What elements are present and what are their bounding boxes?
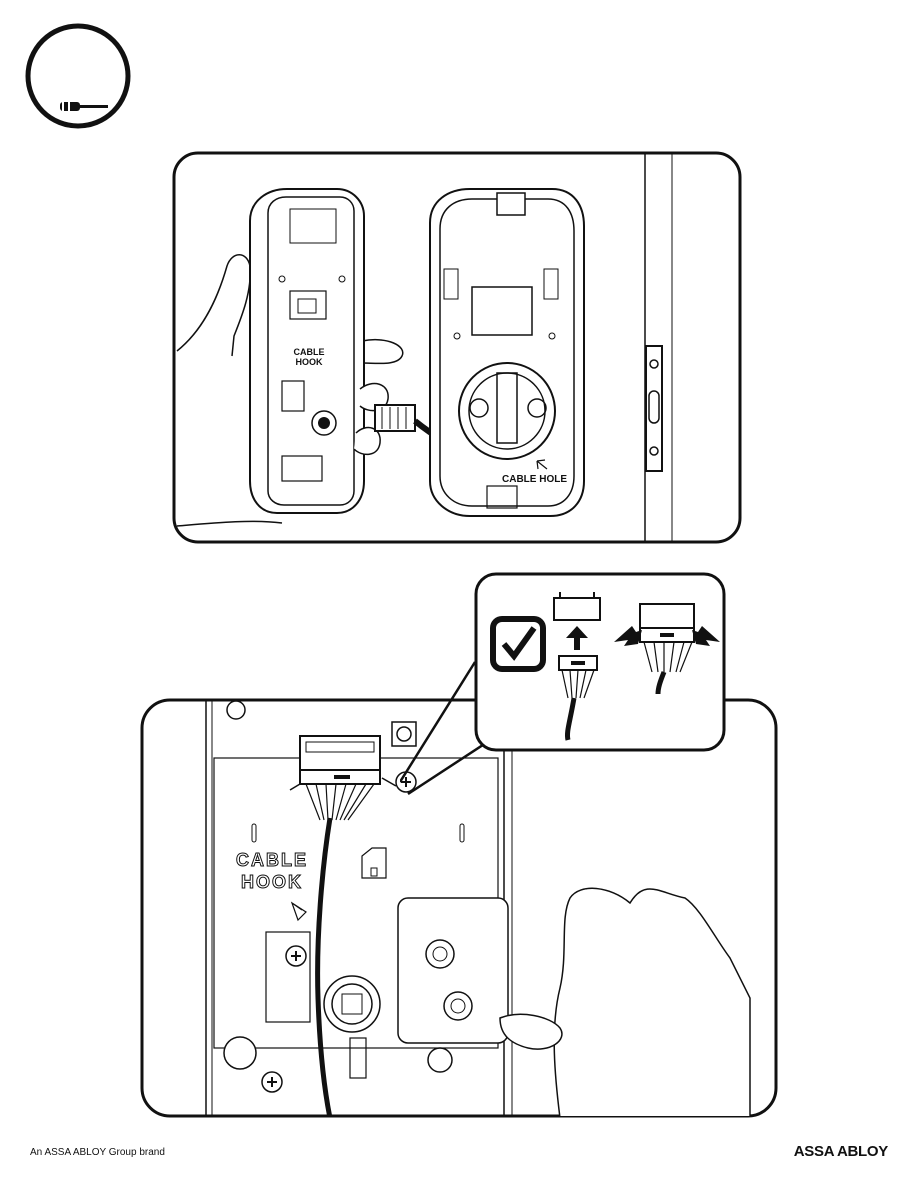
brand-note: An ASSA ABLOY Group brand [30,1147,165,1158]
cable-connector [374,404,416,432]
cable-hook-label-bottom-2: HOOK [241,872,303,892]
screwdriver-tool-icon [25,23,131,129]
cable-hook-label-bottom-1: CABLE [236,850,308,870]
cable-hole-label: CABLE HOLE [502,474,567,485]
checkmark-icon [490,616,546,672]
assa-abloy-logo: ASSA ABLOY [793,1143,889,1160]
screw-icon [285,945,307,967]
screwdriver-icon [60,100,108,113]
squeeze-arrow-left-icon [614,626,642,646]
bottom-cable [315,817,333,1116]
cable-hook-label-top-2: HOOK [296,357,324,367]
interior-escutcheon: CABLE HOLE [429,188,585,517]
arrow-up-icon [566,626,588,650]
connector-detail-callout [474,572,726,752]
strike-plate [645,345,663,472]
step-illustration-top: CABLE HOOK CABLE HOLE [172,151,742,544]
bottom-cable-connector [289,735,397,821]
squeeze-arrow-right-icon [692,626,720,646]
step-illustration-bottom: CABLE HOOK [140,698,778,1118]
keypad-housing-open: CABLE HOOK [249,188,365,514]
screw-icon [261,1071,283,1093]
cable-hook-label-top-1: CABLE [294,347,325,357]
